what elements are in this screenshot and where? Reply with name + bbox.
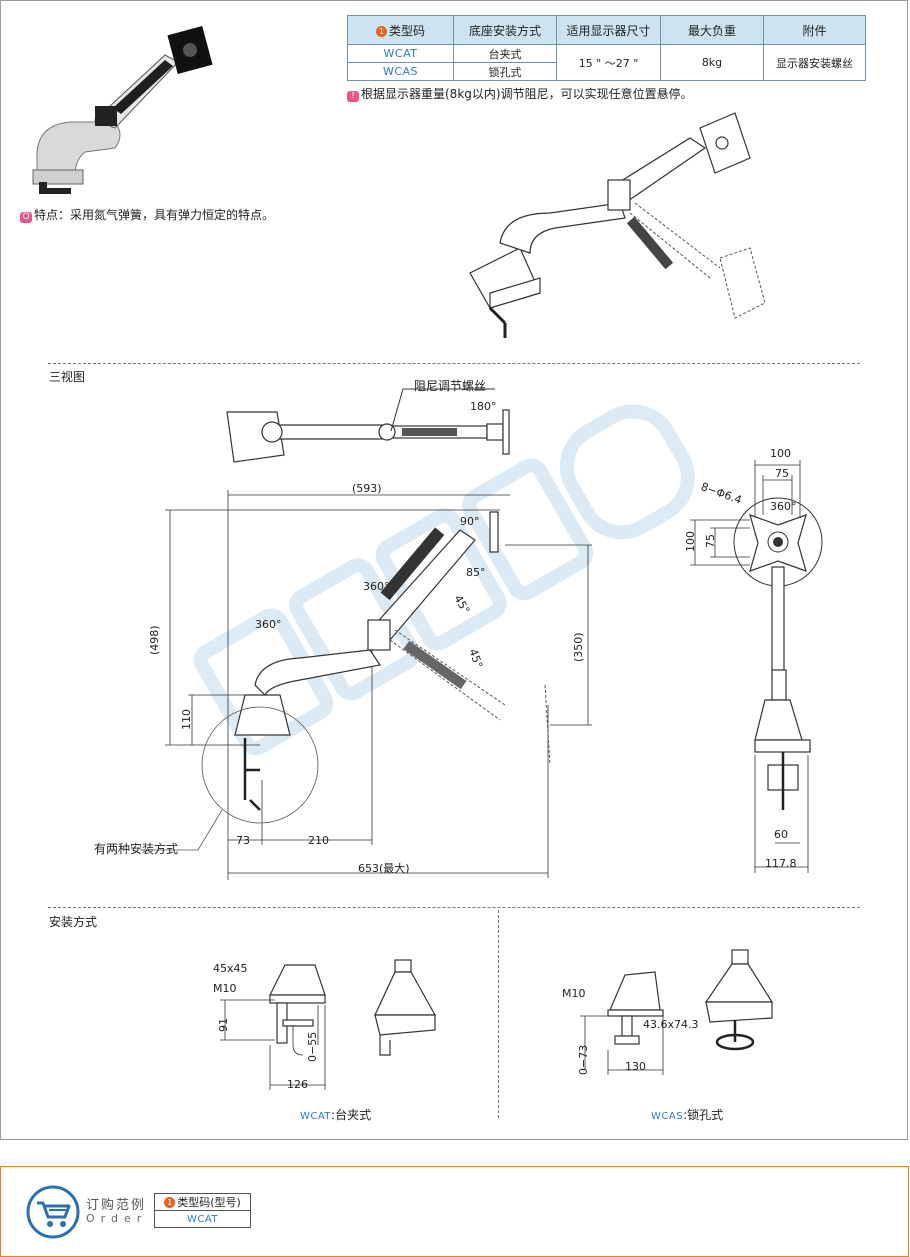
label-dim-73: 73 — [236, 834, 250, 847]
spec-sheet — [0, 0, 908, 1140]
badge-one: 1 — [164, 1197, 176, 1208]
clamp-install-drawing — [220, 959, 437, 1090]
label-rot-180: 180° — [470, 400, 497, 413]
top-view-drawing — [226, 409, 510, 463]
label-dim-653: 653(最大) — [358, 862, 410, 875]
warning-icon: ! — [347, 91, 359, 102]
label-two-methods: 有两种安装方式 — [94, 842, 179, 856]
cell-code: WCAS — [347, 62, 454, 81]
cell-load: 8kg — [660, 44, 764, 81]
label-dim-100-side: 100 — [684, 531, 697, 552]
label-dim-593: (593) — [352, 482, 382, 495]
label-clamp-size: 45x45 — [213, 962, 248, 975]
label-dim-350: (350) — [572, 632, 585, 662]
hole-caption: WCAS:锁孔式 — [651, 1108, 724, 1122]
section-three-view: 三视图 — [49, 370, 86, 384]
label-dim-498: (498) — [148, 625, 161, 655]
label-clamp-126: 126 — [287, 1078, 308, 1091]
label-dim-110: 110 — [180, 709, 193, 730]
header-size: 适用显示器尺寸 — [556, 15, 661, 45]
label-dim-117: 117.8 — [765, 857, 797, 870]
product-photo — [32, 26, 213, 194]
cell-code: WCAT — [347, 44, 454, 63]
cell-mount: 锁孔式 — [453, 62, 557, 81]
badge-one: 1 — [375, 25, 387, 37]
cell-accessory: 显示器安装螺丝 — [763, 44, 866, 81]
label-hole-130: 130 — [625, 1060, 646, 1073]
header-mount: 底座安装方式 — [453, 15, 557, 45]
isometric-arm-drawing — [469, 112, 766, 338]
label-dim-60: 60 — [774, 828, 788, 841]
divider-vertical — [498, 910, 499, 1118]
label-dim-100-top: 100 — [770, 447, 791, 460]
section-install: 安装方式 — [49, 915, 98, 929]
label-dim-75-top: 75 — [775, 467, 789, 480]
table-row: WCAT 台夹式 15 " ～27 " 8kg 显示器安装螺丝 — [347, 44, 866, 81]
order-title: 订购范例 — [86, 1198, 147, 1213]
side-view-drawing — [690, 460, 823, 873]
label-rot-360-mid: 360° — [363, 580, 390, 593]
feature-icon: O — [20, 212, 32, 223]
label-dim-210: 210 — [308, 834, 329, 847]
divider-install — [48, 907, 860, 908]
label-clamp-91: 91 — [217, 1018, 230, 1032]
damping-note: !根据显示器重量(8kg以内)调节阻尼，可以实现任意位置悬停。 — [347, 85, 693, 102]
damping-leader-line — [390, 388, 495, 432]
cart-icon — [26, 1185, 80, 1239]
hole-install-drawing — [580, 949, 774, 1075]
table-row: WCAS 锁孔式 — [347, 62, 866, 81]
cell-mount: 台夹式 — [453, 44, 557, 63]
header-load: 最大负重 — [660, 15, 764, 45]
label-hole-m10: M10 — [562, 987, 586, 1000]
label-clamp-range: 0−55 — [306, 1031, 319, 1062]
label-rot-90: 90° — [460, 515, 480, 528]
order-value: WCAT — [154, 1210, 251, 1228]
label-rot-85: 85° — [466, 566, 486, 579]
label-hole-size: 43.6x74.3 — [643, 1018, 699, 1031]
front-view-drawing — [140, 490, 592, 880]
clamp-caption: WCAT:台夹式 — [300, 1108, 372, 1122]
label-hole-range: 0−73 — [577, 1044, 590, 1075]
label-rot-360-left: 360° — [255, 618, 282, 631]
order-subtitle: Order — [86, 1212, 148, 1225]
label-damping-screw: 阻尼调节螺丝 — [414, 379, 487, 393]
label-dim-75-side: 75 — [704, 534, 717, 548]
divider-top — [48, 363, 860, 364]
cell-size: 15 " ～27 " — [556, 44, 661, 81]
header-accessory: 附件 — [763, 15, 866, 45]
label-rot-360-right: 360° — [770, 500, 797, 513]
label-clamp-m10: M10 — [213, 982, 237, 995]
